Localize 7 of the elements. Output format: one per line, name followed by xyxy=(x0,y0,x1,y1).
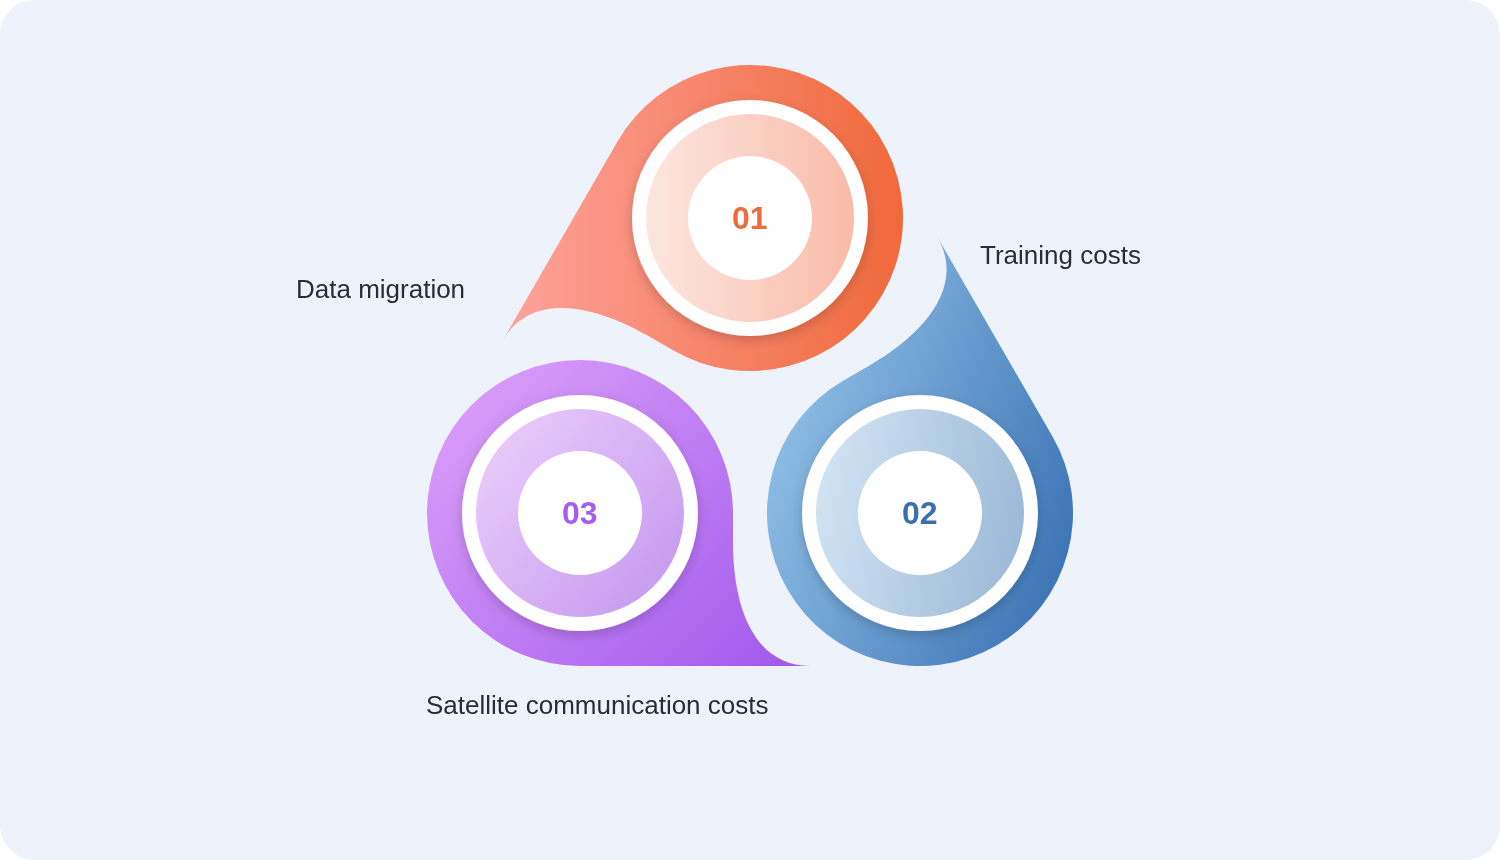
teardrop-shape xyxy=(502,65,903,371)
step-number: 01 xyxy=(732,200,768,236)
step-number: 02 xyxy=(902,495,938,531)
step-label: Training costs xyxy=(980,239,1141,271)
step-label: Data migration xyxy=(296,273,466,305)
step-number: 03 xyxy=(562,495,598,531)
step-label: Satellite communication costs xyxy=(426,689,769,721)
